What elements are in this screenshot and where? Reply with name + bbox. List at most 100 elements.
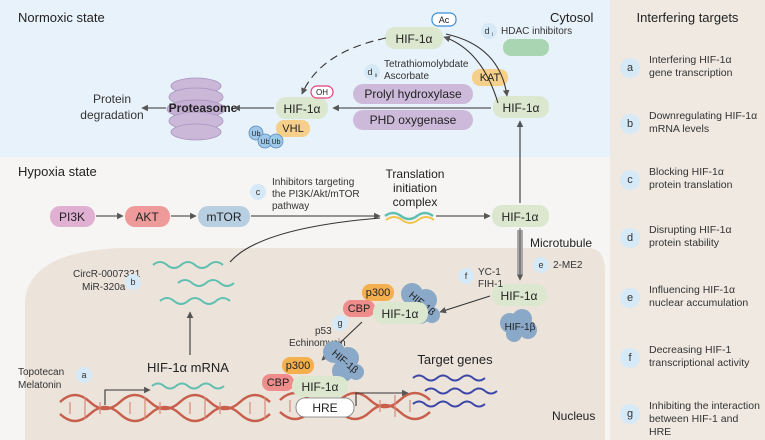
target-c-line1: Blocking HIF-1α [649, 166, 724, 178]
arrow-kat-acetylation [443, 35, 499, 104]
arrow-to-complex [439, 295, 491, 314]
letter-e [533, 257, 549, 273]
prolyl-hydroxylase-box [353, 84, 473, 104]
p53-label: p53 [315, 326, 332, 337]
p300-bottom-label: p300 [286, 360, 310, 372]
mrna-wave-2 [177, 279, 235, 287]
protein-degradation-line1: Protein [93, 92, 131, 106]
letter-d-tetra [364, 64, 380, 80]
mrna-wave-1 [152, 261, 224, 269]
letter-d-tetra-sub: ii [375, 73, 377, 79]
fih1-label: FIH-1 [478, 279, 503, 290]
target-item-a: a Interfering HIF-1α gene transcription [610, 52, 765, 92]
translation-mrna-strand [384, 211, 434, 221]
circr-label: CircR-0007331 [73, 269, 141, 280]
p300-box [362, 284, 394, 301]
hdac-inhibitors-label: HDAC inhibitors [501, 26, 572, 37]
interfering-targets-title: Interfering targets [636, 10, 739, 25]
inhibitors-targeting-line3: pathway [272, 201, 309, 212]
inhibitors-targeting-line2: the PI3K/Akt/mTOR [272, 189, 360, 200]
kat-label: KAT [480, 72, 501, 84]
interfering-targets-panel: Interfering targets a Interfering HIF-1α… [610, 0, 765, 440]
ubiquitin-3-label: Ub [272, 139, 281, 146]
target-e-line2: nuclear accumulation [649, 297, 749, 309]
diagram-canvas: Normoxic state Cytosol Hypoxia state Nuc… [0, 0, 610, 440]
target-genes-label: Target genes [417, 352, 493, 367]
target-d-line1: Disrupting HIF-1α [649, 224, 732, 236]
cytosol-label: Cytosol [550, 10, 593, 25]
target-f-line1: Decreasing HIF-1 [649, 344, 732, 356]
ascorbate-label: Ascorbate [384, 71, 429, 82]
target-text-f: Decreasing HIF-1 transcriptional activit… [649, 344, 763, 370]
target-letter-e: e [620, 288, 640, 308]
2me2-label: 2-ME2 [553, 260, 583, 271]
hif-1a-bottom-label: HIF-1α [302, 380, 339, 394]
letter-g [332, 315, 348, 331]
translation-label-line1: Translation [386, 167, 445, 181]
letter-d-hdac-text: d [484, 26, 489, 36]
hif-mrna-label: HIF-1α mRNA [147, 360, 229, 375]
akt-label: AKT [135, 210, 159, 224]
proteasome-shape [166, 77, 226, 141]
oh-tag-label: OH [316, 88, 328, 97]
ac-tag [431, 12, 457, 27]
arrow-hdac-deacetylation [445, 33, 510, 97]
topotecan-label: Topotecan [18, 367, 64, 378]
target-text-d: Disrupting HIF-1α protein stability [649, 224, 763, 250]
letter-f-text: f [465, 271, 468, 281]
hre-label: HRE [312, 401, 337, 415]
ubiquitin-1-label: Ub [252, 131, 261, 138]
letter-g-text: g [337, 318, 342, 328]
target-b-line1: Downregulating HIF-1α [649, 110, 758, 122]
cbp-bottom-box [262, 374, 294, 391]
hif-1a-nucleus-box [492, 284, 547, 306]
ac-tag-label: Ac [439, 15, 450, 25]
letter-c-text: c [256, 187, 261, 197]
arrow-transcription-start [104, 386, 151, 405]
target-item-d: d Disrupting HIF-1α protein stability [610, 222, 765, 262]
mtor-label: mTOR [206, 210, 241, 224]
phd-oxygenase-label: PHD oxygenase [370, 113, 457, 127]
target-letter-f: f [620, 348, 640, 368]
hre-box [295, 397, 355, 418]
normoxic-state-label: Normoxic state [18, 10, 105, 25]
hadc-box [503, 39, 549, 56]
letter-a-text: a [81, 370, 86, 380]
hif-1a-normoxic-box [493, 96, 549, 118]
letter-c [250, 184, 266, 200]
target-gene-wave-3 [412, 400, 486, 408]
hif-1a-vhl-box [276, 97, 328, 119]
cbp-box [343, 300, 375, 317]
hif-1a-right-label: HIF-1α [503, 101, 540, 115]
target-item-e: e Influencing HIF-1α nuclear accumulatio… [610, 282, 765, 322]
vhl-label: VHL [282, 123, 303, 135]
pi3k-box [50, 206, 95, 227]
target-text-e: Influencing HIF-1α nuclear accumulation [649, 284, 763, 310]
letter-d-tetra-text: d [367, 67, 372, 77]
hif-1a-complex-box [373, 302, 428, 324]
mir-label: MiR-320a [82, 282, 126, 293]
target-text-b: Downregulating HIF-1α mRNA levels [649, 110, 763, 136]
target-gene-wave-1 [412, 374, 486, 382]
target-item-g: g Inhibiting the interaction between HIF… [610, 398, 765, 438]
ubiquitin-3 [268, 133, 284, 149]
hif-1a-bottom-box [292, 376, 348, 397]
target-e-line1: Influencing HIF-1α [649, 284, 736, 296]
letter-d-hdac [481, 23, 497, 39]
target-letter-g: g [620, 404, 640, 424]
cbp-label: CBP [348, 303, 371, 315]
melatonin-label: Melatonin [18, 380, 61, 391]
inhibitors-targeting-line1: Inhibitors targeting [272, 177, 354, 188]
target-gene-wave-2 [424, 387, 498, 395]
proteasome-label: Proteasome [169, 101, 238, 115]
target-item-f: f Decreasing HIF-1 transcriptional activ… [610, 342, 765, 382]
hif-1a-vhl-label: HIF-1α [284, 102, 321, 116]
target-letter-c: c [620, 170, 640, 190]
kat-box [472, 69, 508, 86]
dna-helix-left [59, 393, 271, 423]
target-text-c: Blocking HIF-1α protein translation [649, 166, 763, 192]
p300-bottom-box [282, 357, 314, 374]
mrna-transcript [151, 382, 225, 390]
pi3k-label: PI3K [59, 210, 85, 224]
